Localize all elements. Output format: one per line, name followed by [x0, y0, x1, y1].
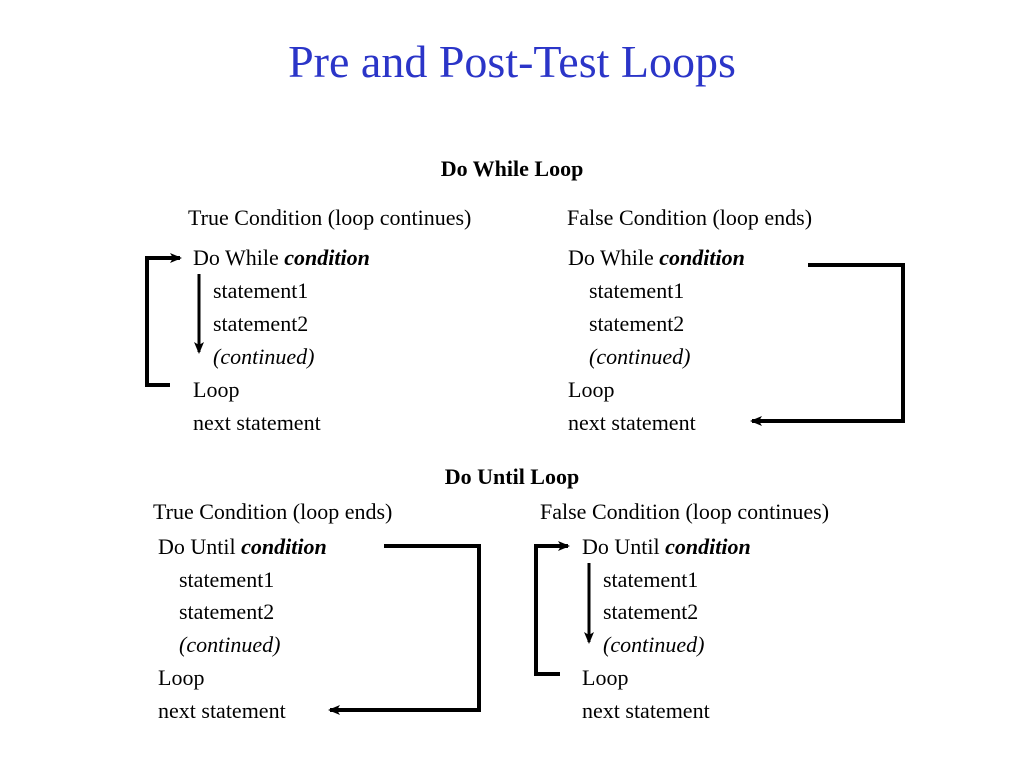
keyword-text: Do While: [193, 245, 279, 270]
code-line-next: next statement: [158, 698, 286, 723]
condition-text: condition: [241, 534, 327, 559]
code-line-header: Do While condition: [568, 245, 745, 271]
code-line-loop: Loop: [582, 665, 629, 690]
code-line-statement1: statement1: [179, 567, 275, 592]
code-line-statement2: statement2: [589, 311, 685, 336]
do-while-true-label: True Condition (loop continues): [188, 205, 472, 230]
condition-text: condition: [659, 245, 745, 270]
keyword-text: Do Until: [158, 534, 236, 559]
keyword-text: Do Until: [582, 534, 660, 559]
do-until-true-label: True Condition (loop ends): [153, 499, 393, 524]
do-while-false-label: False Condition (loop ends): [567, 205, 813, 230]
code-line-statement1: statement1: [589, 278, 685, 303]
code-line-continued: (continued): [179, 632, 281, 657]
code-line-continued: (continued): [213, 344, 315, 369]
do-until-heading: Do Until Loop: [444, 464, 580, 489]
code-line-statement2: statement2: [603, 599, 699, 624]
code-line-header: Do Until condition: [158, 534, 327, 560]
page-title: Pre and Post-Test Loops: [288, 36, 736, 87]
code-line-header: Do Until condition: [582, 534, 751, 560]
exit-arrow: [750, 263, 905, 426]
condition-text: condition: [284, 245, 370, 270]
loop-back-arrow: [145, 253, 182, 387]
code-line-next: next statement: [193, 410, 321, 435]
exit-arrow: [328, 544, 481, 715]
code-line-continued: (continued): [589, 344, 691, 369]
code-line-statement1: statement1: [603, 567, 699, 592]
code-line-statement2: statement2: [179, 599, 275, 624]
code-line-next: next statement: [568, 410, 696, 435]
do-until-false-label: False Condition (loop continues): [540, 499, 830, 524]
code-line-loop: Loop: [193, 377, 240, 402]
keyword-text: Do While: [568, 245, 654, 270]
code-line-statement2: statement2: [213, 311, 309, 336]
code-line-header: Do While condition: [193, 245, 370, 271]
condition-text: condition: [665, 534, 751, 559]
code-line-loop: Loop: [568, 377, 615, 402]
code-line-statement1: statement1: [213, 278, 309, 303]
do-while-heading: Do While Loop: [440, 156, 584, 181]
code-line-next: next statement: [582, 698, 710, 723]
code-line-continued: (continued): [603, 632, 705, 657]
loop-back-arrow: [534, 541, 570, 676]
code-line-loop: Loop: [158, 665, 205, 690]
